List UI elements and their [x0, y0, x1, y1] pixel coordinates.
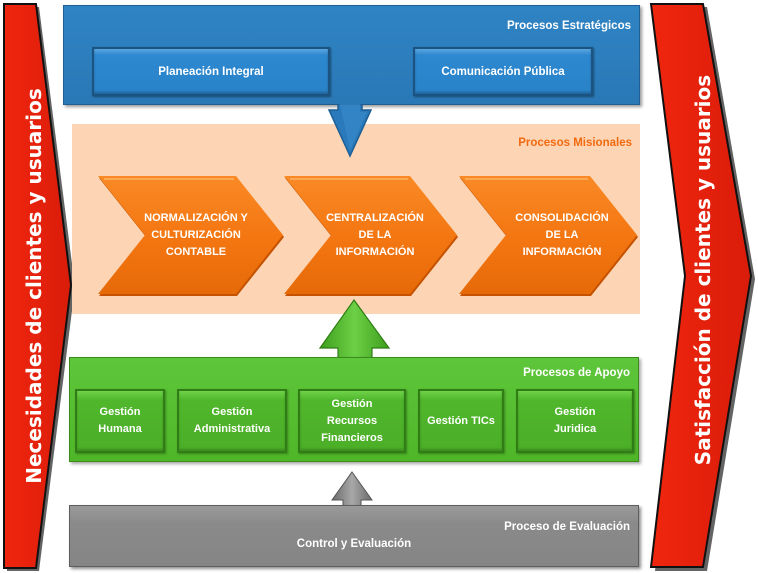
- output-side-label: Satisfacción de clientes y usuarios: [691, 74, 715, 466]
- strategic-item-planeacion: Planeación Integral: [92, 47, 330, 96]
- support-item-2-line-2: Administrativa: [193, 423, 271, 435]
- support-title: Procesos de Apoyo: [523, 367, 630, 379]
- missional-item-2-line-1: CENTRALIZACIÓN: [326, 211, 424, 224]
- missional-item-1-line-1: NORMALIZACIÓN Y: [144, 211, 248, 224]
- input-side-label: Necesidades de clientes y usuarios: [22, 88, 46, 484]
- support-item-1-line-2: Humana: [98, 423, 142, 435]
- evaluation-process-band: Proceso de Evaluación Control y Evaluaci…: [69, 505, 639, 567]
- missional-item-2-line-3: INFORMACIÓN: [335, 245, 415, 258]
- evaluation-item-control: Control y Evaluación: [296, 538, 412, 550]
- support-item-5-line-2: Juridica: [553, 423, 597, 435]
- strategic-item-comunicacion: Comunicación Pública: [413, 47, 593, 96]
- strategic-title: Procesos Estratégicos: [506, 20, 631, 32]
- strategic-processes-band: Procesos Estratégicos Planeación Integra…: [63, 5, 640, 105]
- missional-item-3-line-3: INFORMACIÓN: [522, 245, 602, 258]
- support-item-2-line-1: Gestión: [211, 406, 253, 418]
- missional-item-2: CENTRALIZACIÓN DE LA INFORMACIÓN: [315, 205, 435, 265]
- evaluation-title: Proceso de Evaluación: [504, 521, 630, 533]
- missional-item-3-line-2: DE LA: [545, 228, 579, 241]
- support-item-5-line-1: Gestión: [554, 406, 596, 418]
- support-item-4-line-1: Gestión TICs: [427, 414, 495, 427]
- missional-title: Procesos Misionales: [518, 137, 632, 149]
- support-up-arrow-icon: [318, 298, 391, 360]
- missional-item-1-line-2: CULTURIZACIÓN: [151, 228, 241, 241]
- support-item-3-line-3: Financieros: [321, 431, 383, 444]
- support-item-3-line-2: Recursos: [326, 414, 378, 427]
- support-item-gestion-tics: Gestión TICs: [418, 389, 504, 453]
- missional-item-3-line-1: CONSOLIDACIÓN: [515, 211, 609, 224]
- strategic-down-arrow-icon: [327, 104, 373, 158]
- missional-item-2-line-2: DE LA: [358, 228, 392, 241]
- missional-item-3: CONSOLIDACIÓN DE LA INFORMACIÓN: [502, 205, 622, 265]
- missional-item-1: NORMALIZACIÓN Y CULTURIZACIÓN CONTABLE: [134, 205, 258, 265]
- missional-item-1-line-3: CONTABLE: [165, 245, 227, 258]
- evaluation-up-arrow-icon: [331, 471, 373, 510]
- support-item-1-line-1: Gestión: [99, 406, 141, 418]
- support-item-3-line-1: Gestión: [331, 397, 373, 410]
